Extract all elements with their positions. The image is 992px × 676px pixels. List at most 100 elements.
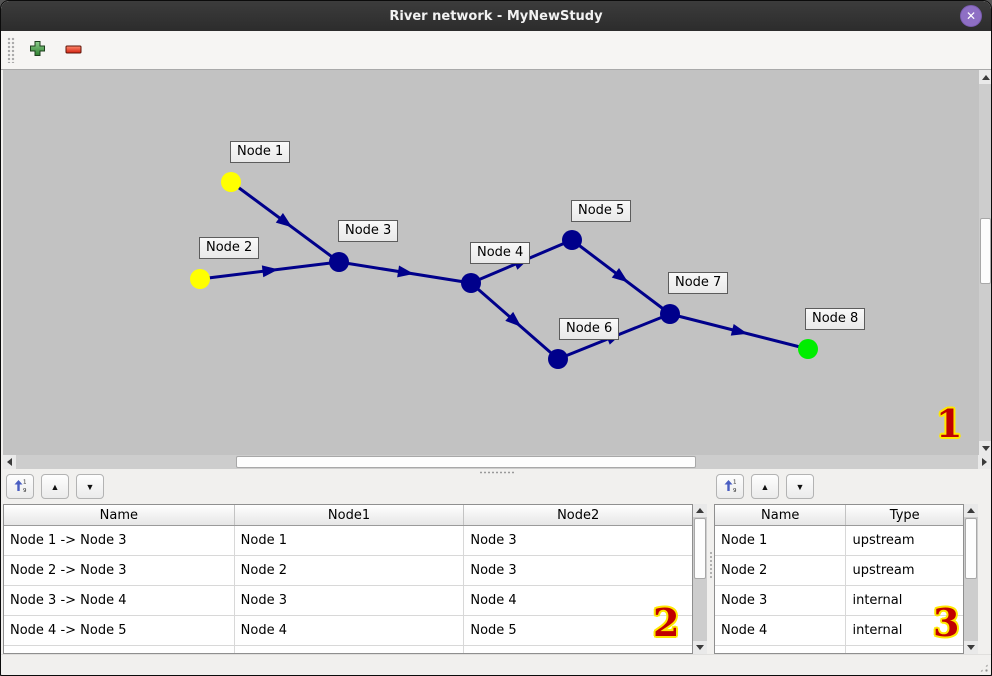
table-cell[interactable]: upstream	[852, 533, 915, 548]
diagram-node[interactable]	[548, 349, 568, 369]
table-splitter-handle[interactable]	[709, 551, 713, 579]
flow-arrow-icon	[275, 213, 293, 228]
arrow-right-icon	[982, 458, 987, 466]
pane-splitter[interactable]	[1, 469, 991, 475]
triangle-down-icon: ▼	[85, 481, 95, 492]
column-header[interactable]: Node2	[557, 507, 600, 523]
table-cell[interactable]: internal	[852, 593, 903, 608]
table-cell	[464, 646, 692, 653]
node-label[interactable]: Node 1	[230, 141, 291, 163]
table-cell	[235, 646, 465, 653]
table-cell[interactable]: Node 4	[715, 616, 847, 645]
add-button[interactable]	[23, 36, 51, 64]
vertical-scroll-thumb[interactable]	[694, 518, 706, 579]
table-cell[interactable]: Node 1 -> Node 3	[4, 526, 235, 555]
table-cell[interactable]: internal	[852, 623, 903, 638]
table-cell[interactable]: Node 2	[715, 556, 847, 585]
node-label[interactable]: Node 4	[470, 242, 531, 264]
node-label[interactable]: Node 6	[559, 318, 620, 340]
table-cell[interactable]: Node 3	[470, 533, 517, 548]
nodes-table-scrollbar[interactable]	[964, 504, 978, 654]
annotation-number: 3	[933, 600, 960, 645]
vertical-scroll-thumb[interactable]	[965, 518, 977, 579]
table-cell[interactable]: Node 3	[470, 563, 517, 578]
window-title: River network - MyNewStudy	[389, 8, 603, 24]
links-table-scrollbar[interactable]	[693, 504, 707, 654]
scroll-up-button[interactable]	[693, 504, 707, 517]
resize-grip-icon[interactable]	[979, 663, 989, 673]
column-header[interactable]: Name	[715, 505, 847, 525]
diagram-node[interactable]	[221, 172, 241, 192]
table-cell	[715, 646, 847, 653]
sort-button[interactable]: 1 9	[6, 474, 34, 499]
sort-button[interactable]: 1 9	[716, 474, 744, 499]
flow-arrow-icon	[397, 265, 414, 278]
minus-icon	[65, 43, 82, 58]
diagram-node[interactable]	[461, 273, 481, 293]
column-header[interactable]: Node1	[235, 505, 465, 525]
move-down-button[interactable]: ▼	[786, 474, 814, 499]
arrow-down-icon	[696, 645, 704, 650]
table-cell[interactable]: Node 1	[235, 526, 465, 555]
table-row[interactable]: Node 4 internal	[715, 616, 963, 646]
scroll-down-button[interactable]	[979, 441, 991, 455]
table-cell[interactable]: Node 2 -> Node 3	[4, 556, 235, 585]
splitter-handle-icon	[479, 471, 515, 474]
node-label[interactable]: Node 8	[805, 308, 866, 330]
move-down-button[interactable]: ▼	[76, 474, 104, 499]
diagram-node[interactable]	[798, 339, 818, 359]
close-button[interactable]: ✕	[960, 5, 982, 27]
arrow-down-icon	[981, 445, 990, 451]
table-cell[interactable]: Node 4 -> Node 5	[4, 616, 235, 645]
table-row[interactable]: Node 3 internal	[715, 586, 963, 616]
column-header[interactable]: Type	[889, 507, 920, 523]
diagram-node[interactable]	[190, 269, 210, 289]
table-cell[interactable]: Node 1	[715, 526, 847, 555]
canvas-vertical-scrollbar[interactable]	[979, 70, 991, 455]
table-row[interactable]: Node 2 upstream	[715, 556, 963, 586]
table-cell[interactable]: upstream	[852, 563, 915, 578]
scroll-left-button[interactable]	[3, 455, 16, 469]
arrow-up-icon	[967, 508, 975, 513]
node-label[interactable]: Node 2	[199, 237, 260, 259]
table-cell[interactable]: Node 4	[235, 616, 465, 645]
move-up-button[interactable]: ▲	[751, 474, 779, 499]
vertical-scroll-thumb[interactable]	[980, 218, 991, 284]
table-cell[interactable]: Node 3	[235, 586, 465, 615]
move-up-button[interactable]: ▲	[41, 474, 69, 499]
diagram-node[interactable]	[329, 252, 349, 272]
svg-text:1: 1	[23, 480, 27, 486]
table-row[interactable]: Node 1 upstream	[715, 526, 963, 556]
scroll-up-button[interactable]	[979, 70, 991, 84]
table-cell[interactable]: Node 4	[470, 593, 517, 608]
table-cell[interactable]: Node 3 -> Node 4	[4, 586, 235, 615]
table-cell[interactable]: Node 3	[715, 586, 847, 615]
canvas-horizontal-scrollbar[interactable]	[3, 455, 991, 469]
node-label[interactable]: Node 3	[338, 220, 399, 242]
node-label[interactable]: Node 5	[571, 200, 632, 222]
remove-button[interactable]	[59, 36, 87, 64]
table-cell[interactable]: Node 5	[470, 623, 517, 638]
status-bar	[1, 654, 991, 675]
scroll-down-button[interactable]	[964, 641, 978, 654]
column-header[interactable]: Name	[4, 505, 235, 525]
table-cell[interactable]: Node 2	[235, 556, 465, 585]
horizontal-scroll-thumb[interactable]	[236, 456, 696, 468]
plus-icon	[29, 40, 46, 60]
scroll-right-button[interactable]	[978, 455, 991, 469]
scroll-up-button[interactable]	[964, 504, 978, 517]
diagram-node[interactable]	[562, 230, 582, 250]
river-network-canvas[interactable]: Node 1 Node 2 Node 3 Node 4 Node 5 Node 6 Node…	[3, 70, 979, 455]
scroll-down-button[interactable]	[693, 641, 707, 654]
node-label[interactable]: Node 7	[668, 272, 729, 294]
toolbar-drag-handle[interactable]	[7, 37, 15, 63]
diagram-node[interactable]	[660, 304, 680, 324]
title-bar[interactable]: River network - MyNewStudy ✕	[1, 1, 991, 31]
